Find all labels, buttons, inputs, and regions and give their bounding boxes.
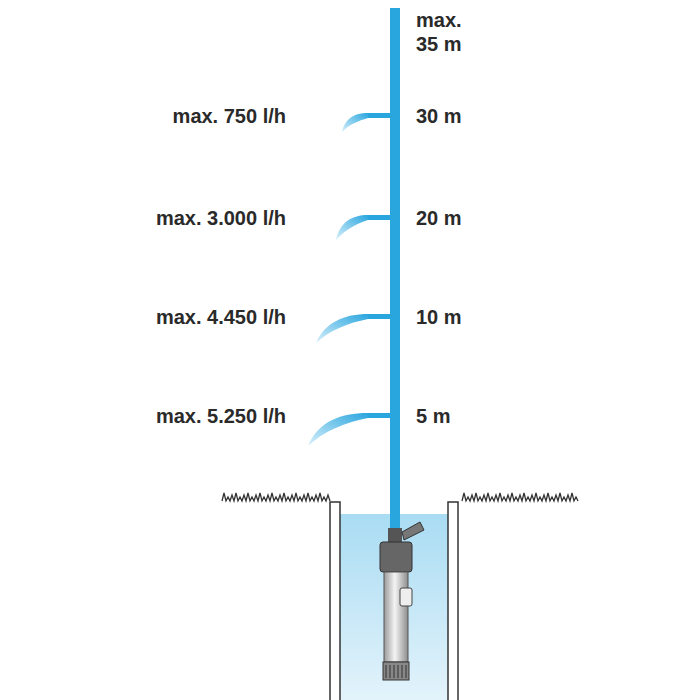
flow-rate-label: max. 4.450 l/h [156, 305, 286, 329]
height-label: 5 m [416, 404, 450, 428]
height-label: 10 m [416, 305, 462, 329]
height-label: 30 m [416, 104, 462, 128]
max-height-label: max. 35 m [416, 8, 466, 56]
flow-rate-label: max. 3.000 l/h [156, 206, 286, 230]
flow-rate-label: max. 5.250 l/h [156, 404, 286, 428]
flow-rate-label: max. 750 l/h [173, 104, 286, 128]
height-label: 20 m [416, 206, 462, 230]
